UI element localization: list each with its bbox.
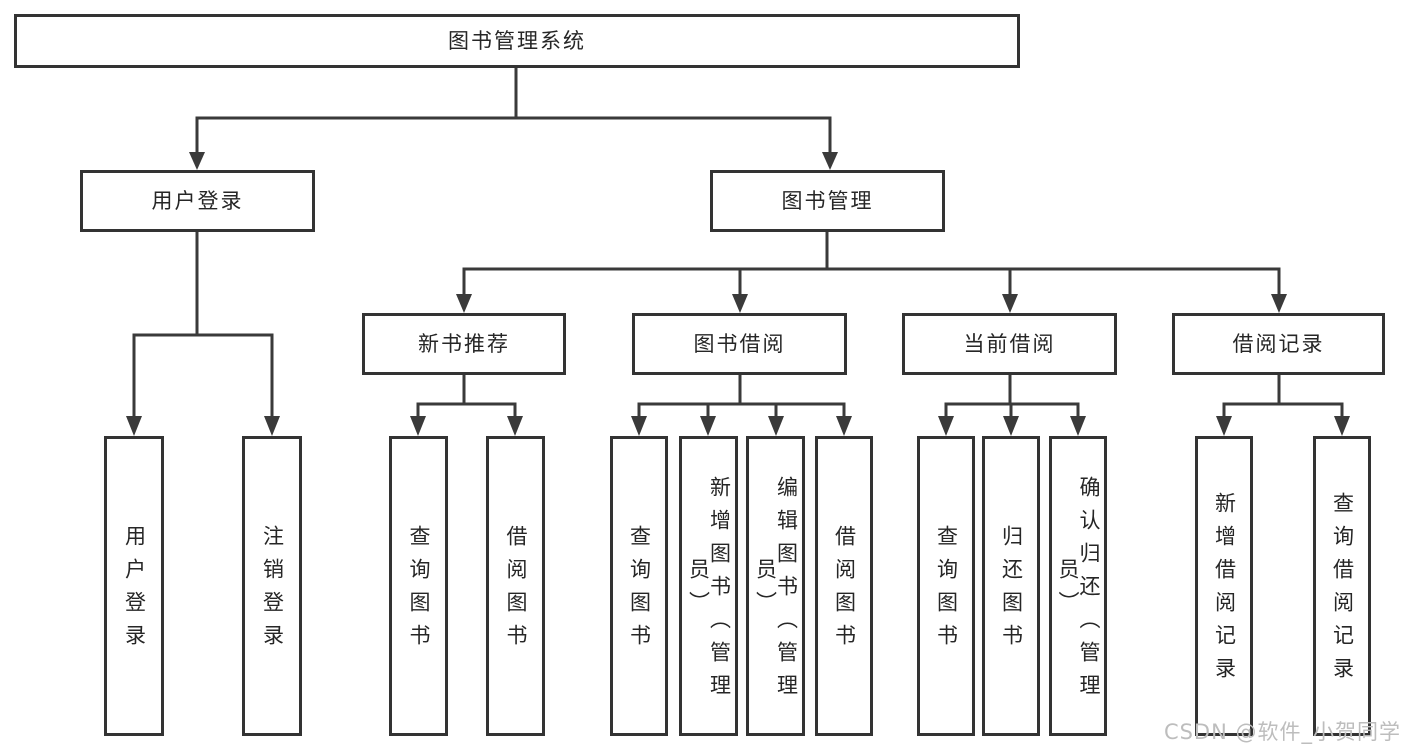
leaf-br-query-record: 查询借阅记录 — [1313, 436, 1371, 736]
arrowhead-down — [264, 416, 280, 436]
arrowhead-down — [507, 416, 523, 436]
leaf-rec-borrow-book: 借阅图书 — [486, 436, 545, 736]
connector-borrow-records-children — [1222, 375, 1344, 420]
node-user-login: 用户登录 — [80, 170, 315, 232]
node-borrow-records: 借阅记录 — [1172, 313, 1385, 375]
leaf-bb-query-book: 查询图书 — [610, 436, 668, 736]
leaf-cb-query-book: 查询图书 — [917, 436, 975, 736]
arrowhead-down — [456, 294, 472, 313]
connector-root-to-level2 — [195, 68, 832, 154]
leaf-rec-query-book: 查询图书 — [389, 436, 448, 736]
arrowhead-down — [126, 416, 142, 436]
arrowheads — [126, 152, 1350, 436]
arrowhead-down — [1070, 416, 1086, 436]
leaf-bb-edit-book-admin: 编辑图书（管理员） — [746, 436, 805, 736]
node-current-borrow: 当前借阅 — [902, 313, 1117, 375]
arrowhead-down — [768, 416, 784, 436]
leaf-cb-confirm-return-admin: 确认归还（管理员） — [1049, 436, 1107, 736]
leaf-bb-add-book-admin: 新增图书（管理员） — [679, 436, 738, 736]
node-book-management: 图书管理 — [710, 170, 945, 232]
leaf-logout-login: 注销登录 — [242, 436, 302, 736]
arrowhead-down — [1003, 416, 1019, 436]
arrowhead-down — [189, 152, 205, 170]
arrowhead-down — [1334, 416, 1350, 436]
arrowhead-down — [938, 416, 954, 436]
connector-book-mgmt-children — [462, 232, 1281, 296]
arrowhead-down — [836, 416, 852, 436]
arrowhead-down — [1002, 294, 1018, 313]
connector-current-borrow-children — [944, 375, 1080, 420]
leaf-cb-return-book: 归还图书 — [982, 436, 1040, 736]
leaf-bb-borrow-book: 借阅图书 — [815, 436, 873, 736]
arrowhead-down — [822, 152, 838, 170]
connector-new-book-rec-children — [416, 375, 517, 420]
connector-user-login-children — [132, 232, 274, 420]
leaf-user-login: 用户登录 — [104, 436, 164, 736]
arrowhead-down — [700, 416, 716, 436]
leaf-br-add-record: 新增借阅记录 — [1195, 436, 1253, 736]
node-book-borrow: 图书借阅 — [632, 313, 847, 375]
arrowhead-down — [631, 416, 647, 436]
arrowhead-down — [1271, 294, 1287, 313]
csdn-watermark: CSDN @软件_小贺同学 — [1163, 720, 1401, 744]
node-new-book-recommend: 新书推荐 — [362, 313, 566, 375]
arrowhead-down — [1216, 416, 1232, 436]
arrowhead-down — [410, 416, 426, 436]
node-root: 图书管理系统 — [14, 14, 1020, 68]
arrowhead-down — [732, 294, 748, 313]
connector-book-borrow-children — [637, 375, 846, 420]
